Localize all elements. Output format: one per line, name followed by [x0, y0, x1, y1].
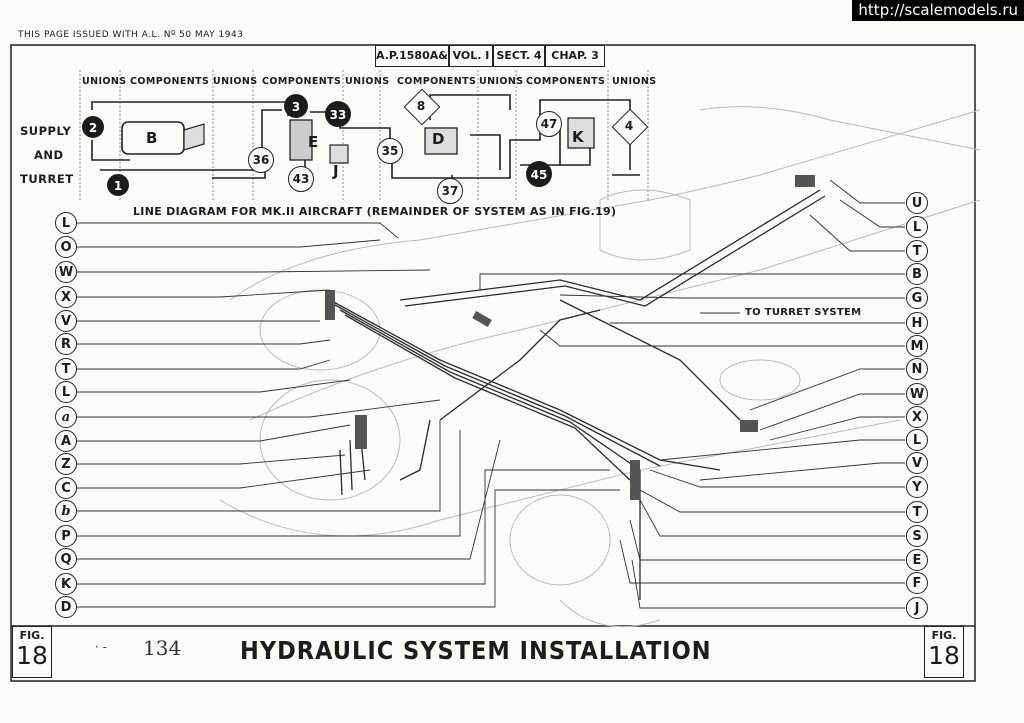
- turret-system-note: TO TURRET SYSTEM: [745, 307, 862, 318]
- issue-note: THIS PAGE ISSUED WITH A.L. Nº 50 MAY 194…: [18, 30, 244, 40]
- left-leaders: [77, 222, 620, 608]
- component-letter-j: J: [333, 162, 339, 180]
- callout-left-13: b: [55, 500, 77, 522]
- watermark-url: http://scalemodels.ru: [852, 0, 1024, 21]
- component-8: 8: [416, 99, 426, 113]
- component-36: 36: [248, 147, 274, 173]
- callout-right-7: M: [906, 335, 928, 357]
- valve-d: [424, 127, 458, 155]
- installed-components: [325, 175, 815, 500]
- callout-right-8: N: [906, 358, 928, 380]
- callout-right-2: L: [906, 216, 928, 238]
- callout-left-4: X: [55, 286, 77, 308]
- side-label-turret: TURRET: [20, 172, 74, 186]
- col-components-4: COMPONENTS: [526, 76, 606, 87]
- callout-right-15: S: [906, 525, 928, 547]
- callout-left-5: V: [55, 310, 77, 332]
- callout-right-17: F: [906, 572, 928, 594]
- col-unions-2: UNIONS: [213, 76, 258, 87]
- component-37: 37: [437, 178, 463, 204]
- component-letter-k: K: [572, 128, 584, 146]
- callout-left-17: D: [55, 596, 77, 618]
- callout-right-14: T: [906, 501, 928, 523]
- page-dash: · -: [95, 640, 107, 654]
- component-1: 1: [107, 174, 129, 196]
- callout-right-1: U: [906, 192, 928, 214]
- callout-left-12: C: [55, 477, 77, 499]
- valve-e: [289, 119, 313, 161]
- component-3: 3: [284, 94, 308, 118]
- callout-left-10: A: [55, 430, 77, 452]
- col-unions-5: UNIONS: [612, 76, 657, 87]
- callout-right-13: Y: [906, 476, 928, 498]
- pipe-bundle: [329, 189, 826, 600]
- component-letter-e: E: [308, 133, 319, 151]
- callout-left-11: Z: [55, 453, 77, 475]
- side-label-supply: SUPPLY: [20, 124, 72, 138]
- component-2: 2: [82, 116, 104, 138]
- page-number: 134: [143, 636, 182, 660]
- callout-left-14: P: [55, 525, 77, 547]
- col-components-2: COMPONENTS: [262, 76, 342, 87]
- fig-label-right: FIG.: [931, 629, 957, 642]
- fig-box-left: FIG. 18: [12, 626, 52, 678]
- col-components-3: COMPONENTS: [397, 76, 477, 87]
- callout-right-18: J: [906, 597, 928, 619]
- fig-number-left: 18: [16, 641, 48, 670]
- callout-right-4: B: [906, 263, 928, 285]
- fig-label-left: FIG.: [19, 629, 45, 642]
- col-components-1: COMPONENTS: [130, 76, 210, 87]
- callout-right-12: V: [906, 452, 928, 474]
- page-frame: [10, 44, 976, 682]
- component-35: 35: [377, 138, 403, 164]
- callout-right-3: T: [906, 240, 928, 262]
- component-letter-b: B: [146, 129, 158, 147]
- diagram-caption: LINE DIAGRAM FOR MK.II AIRCRAFT (REMAIND…: [133, 205, 617, 218]
- callout-left-7: T: [55, 358, 77, 380]
- callout-right-5: G: [906, 287, 928, 309]
- side-label-and: AND: [34, 148, 64, 162]
- callout-right-16: E: [906, 549, 928, 571]
- component-45: 45: [526, 161, 552, 187]
- fig-number-right: 18: [928, 641, 960, 670]
- callout-left-9: a: [55, 406, 77, 428]
- callout-right-6: H: [906, 312, 928, 334]
- valve-k: [567, 117, 595, 149]
- callout-left-15: Q: [55, 548, 77, 570]
- callout-right-10: X: [906, 406, 928, 428]
- col-unions-3: UNIONS: [345, 76, 390, 87]
- right-leaders: [479, 179, 905, 609]
- col-unions-1: UNIONS: [82, 76, 127, 87]
- callout-left-6: R: [55, 333, 77, 355]
- callout-right-9: W: [906, 383, 928, 405]
- fig-box-right: FIG. 18: [924, 626, 964, 678]
- figure-title: HYDRAULIC SYSTEM INSTALLATION: [240, 636, 712, 665]
- component-letter-d: D: [432, 130, 445, 148]
- callout-right-11: L: [906, 429, 928, 451]
- callout-left-8: L: [55, 381, 77, 403]
- ref-chapter: CHAP. 3: [545, 45, 605, 67]
- pump-unit: [183, 123, 205, 151]
- component-47: 47: [536, 111, 562, 137]
- callout-left-2: O: [55, 236, 77, 258]
- component-j: [329, 144, 349, 164]
- callout-left-3: W: [55, 261, 77, 283]
- component-33: 33: [325, 101, 351, 127]
- aircraft-outline: [219, 106, 981, 628]
- component-4: 4: [624, 119, 634, 133]
- callout-left-1: L: [55, 212, 77, 234]
- component-43: 43: [288, 166, 314, 192]
- callout-left-16: K: [55, 573, 77, 595]
- col-unions-4: UNIONS: [479, 76, 524, 87]
